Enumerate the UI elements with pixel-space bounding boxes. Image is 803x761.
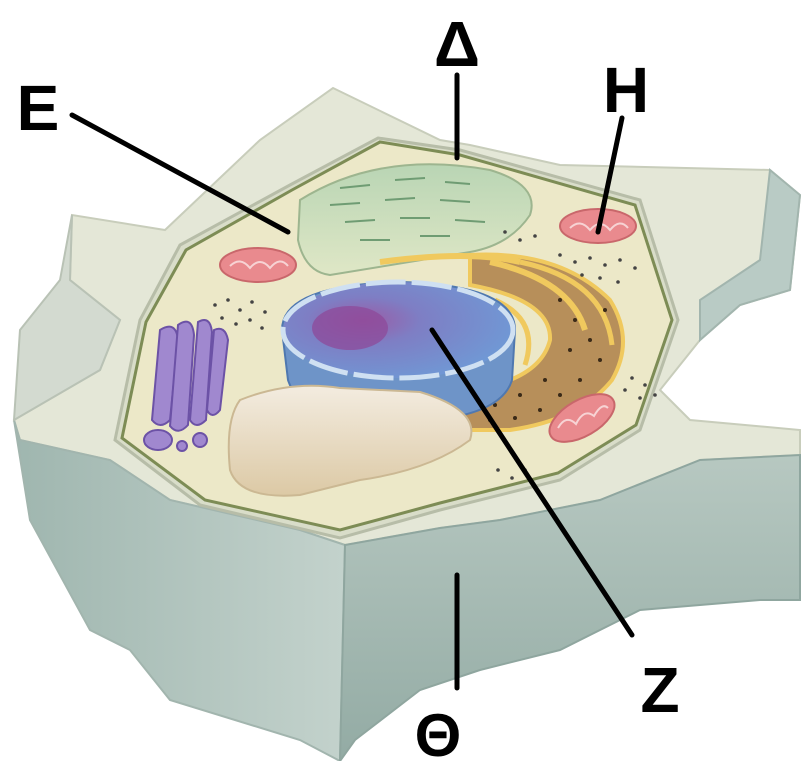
label-zeta: Z: [640, 654, 679, 726]
label-delta: Δ: [434, 8, 480, 80]
label-eta: H: [603, 54, 649, 126]
label-epsilon: E: [17, 72, 60, 144]
mitochondrion-left: [220, 248, 296, 282]
nucleolus: [312, 306, 388, 350]
label-theta: Θ: [415, 702, 462, 761]
